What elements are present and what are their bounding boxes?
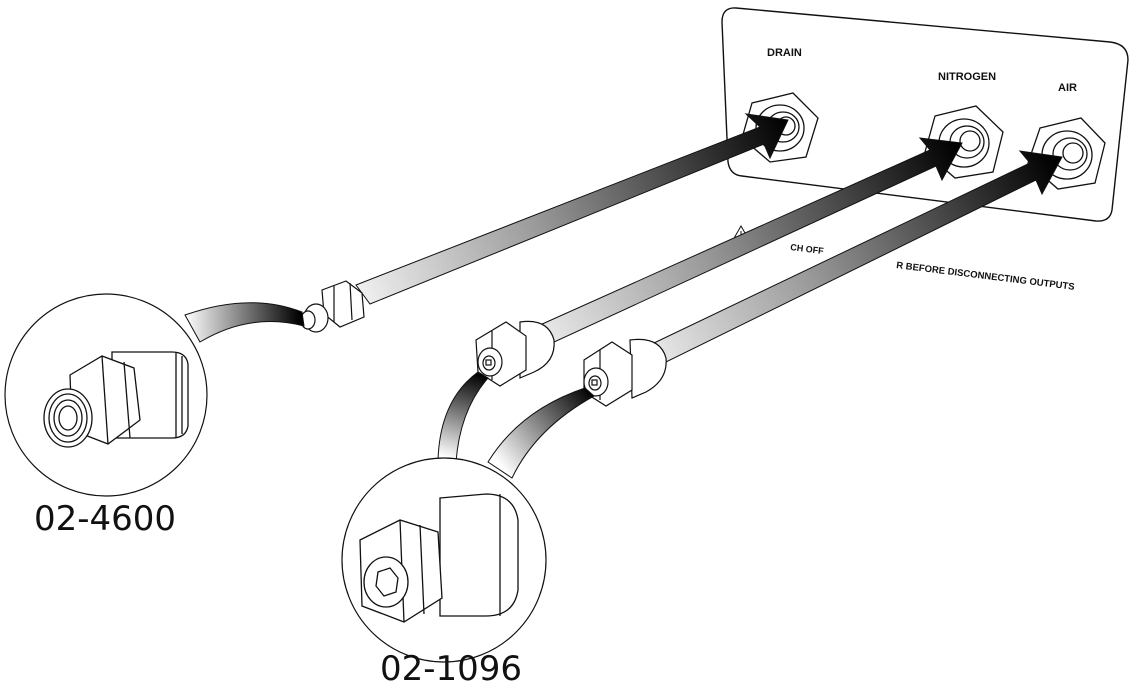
air-tube-fitting: [583, 338, 667, 407]
nitrogen-port-label: NITROGEN: [938, 71, 996, 83]
warning-text-right: R BEFORE DISCONNECTING OUTPUTS: [896, 260, 1075, 293]
nitrogen-tube-fitting: [475, 320, 555, 387]
callout-detail-02-1096: 02-1096: [341, 457, 547, 686]
warning-text-left: CH OFF: [790, 242, 825, 256]
output-panel: DRAIN NITROGEN AIR: [721, 7, 1129, 222]
arrow-to-drain: [355, 113, 789, 305]
callout-band-b2: [487, 387, 595, 479]
callout-band-a: [184, 302, 305, 343]
arrow-to-nitrogen: [539, 137, 963, 344]
part-number-02-1096: 02-1096: [380, 649, 522, 686]
callout-detail-02-4600: 02-4600: [4, 293, 208, 539]
callout-band-b1: [437, 371, 489, 463]
part-number-02-4600: 02-4600: [34, 499, 176, 539]
air-port-label: AIR: [1058, 82, 1077, 94]
arrow-to-air: [653, 150, 1063, 363]
drain-tube-fitting: [300, 280, 365, 333]
drain-port-label: DRAIN: [767, 47, 802, 59]
